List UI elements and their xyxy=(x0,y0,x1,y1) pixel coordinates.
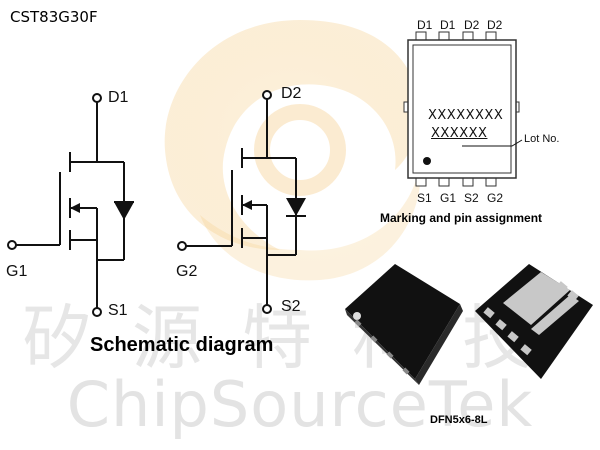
marking-top-pin-3: D2 xyxy=(464,18,480,32)
marking-bottom-pin-3: S2 xyxy=(464,191,479,205)
marking-caption: Marking and pin assignment xyxy=(380,211,543,225)
marking-bottom-pin-1: S1 xyxy=(417,191,432,205)
mosfet-2-drain-label: D2 xyxy=(281,85,302,102)
watermark-brand-text: ChipSourceTek xyxy=(66,368,534,441)
marking-bottom-pin-2: G1 xyxy=(440,191,457,205)
mosfet-1-drain-label: D1 xyxy=(108,89,129,106)
marking-top-view xyxy=(403,31,520,187)
package-top-view xyxy=(345,264,463,385)
package-caption: DFN5x6-8L xyxy=(430,414,488,426)
mosfet-1-symbol xyxy=(7,93,134,317)
mosfet-1-source-label: S1 xyxy=(108,302,128,319)
package-renderings xyxy=(345,264,593,385)
lot-number-label: Lot No. xyxy=(524,133,560,145)
marking-bottom-pin-4: G2 xyxy=(487,191,504,205)
lot-leader-line xyxy=(462,139,523,147)
mosfet-2-gate-label: G2 xyxy=(176,263,198,280)
mosfet-2-symbol xyxy=(177,90,306,314)
mosfet-1-gate-label: G1 xyxy=(6,263,28,280)
mosfet-2-source-label: S2 xyxy=(281,298,301,315)
marking-top-pin-4: D2 xyxy=(487,18,503,32)
marking-top-pin-2: D1 xyxy=(440,18,456,32)
part-number: CST83G30F xyxy=(10,8,98,26)
package-bottom-view xyxy=(475,264,593,379)
marking-code-line-2: XXXXXX xyxy=(431,126,488,141)
marking-code-line-1: XXXXXXXX xyxy=(428,108,504,123)
schematic-caption: Schematic diagram xyxy=(90,334,274,356)
marking-top-pin-1: D1 xyxy=(417,18,433,32)
